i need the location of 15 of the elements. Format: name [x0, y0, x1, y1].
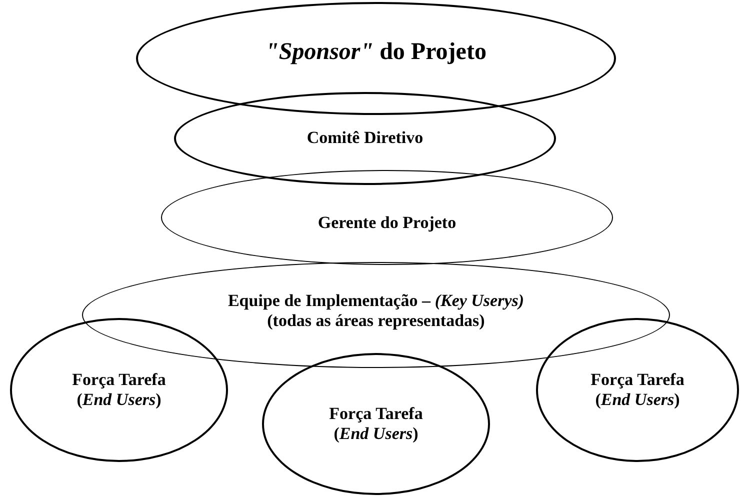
ellipse: [174, 92, 556, 185]
role-label: Força Tarefa (End Users): [71, 370, 167, 410]
role-label: Força Tarefa (End Users): [590, 370, 686, 410]
role-label: Gerente do Projeto: [318, 213, 456, 234]
ellipse: [136, 2, 616, 115]
role-label: Força Tarefa (End Users): [328, 404, 424, 444]
ellipse: [161, 170, 613, 265]
role-label: "Sponsor" do Projeto: [266, 38, 486, 67]
ellipse: [262, 353, 490, 495]
role-label: Comitê Diretivo: [306, 128, 424, 149]
role-label: (todas as áreas representadas): [267, 311, 485, 332]
ellipse: [10, 318, 228, 462]
ellipse: [82, 262, 670, 368]
ellipse: [536, 318, 739, 462]
role-label: Equipe de Implementação – (Key Userys): [228, 290, 524, 311]
